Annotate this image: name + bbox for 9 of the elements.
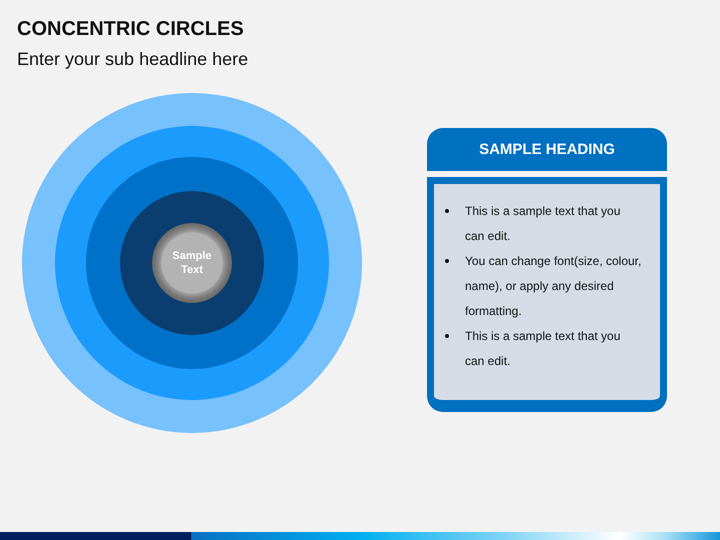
bullet-text: This is a sample text that you can edit. <box>465 203 622 245</box>
center-label: Sample Text <box>171 249 213 277</box>
heading-text: SAMPLE HEADING <box>479 140 615 158</box>
slide-title: CONCENTRIC CIRCLES <box>17 17 244 42</box>
subtitle: Enter your sub headline here <box>17 48 248 70</box>
bullet-text: You can change font(size, colour, name), or apply any desired formatting. <box>465 253 642 320</box>
text-panel <box>427 177 667 412</box>
bullet-text: This is a sample text that you can edit. <box>465 328 622 370</box>
heading-bar <box>427 128 667 171</box>
